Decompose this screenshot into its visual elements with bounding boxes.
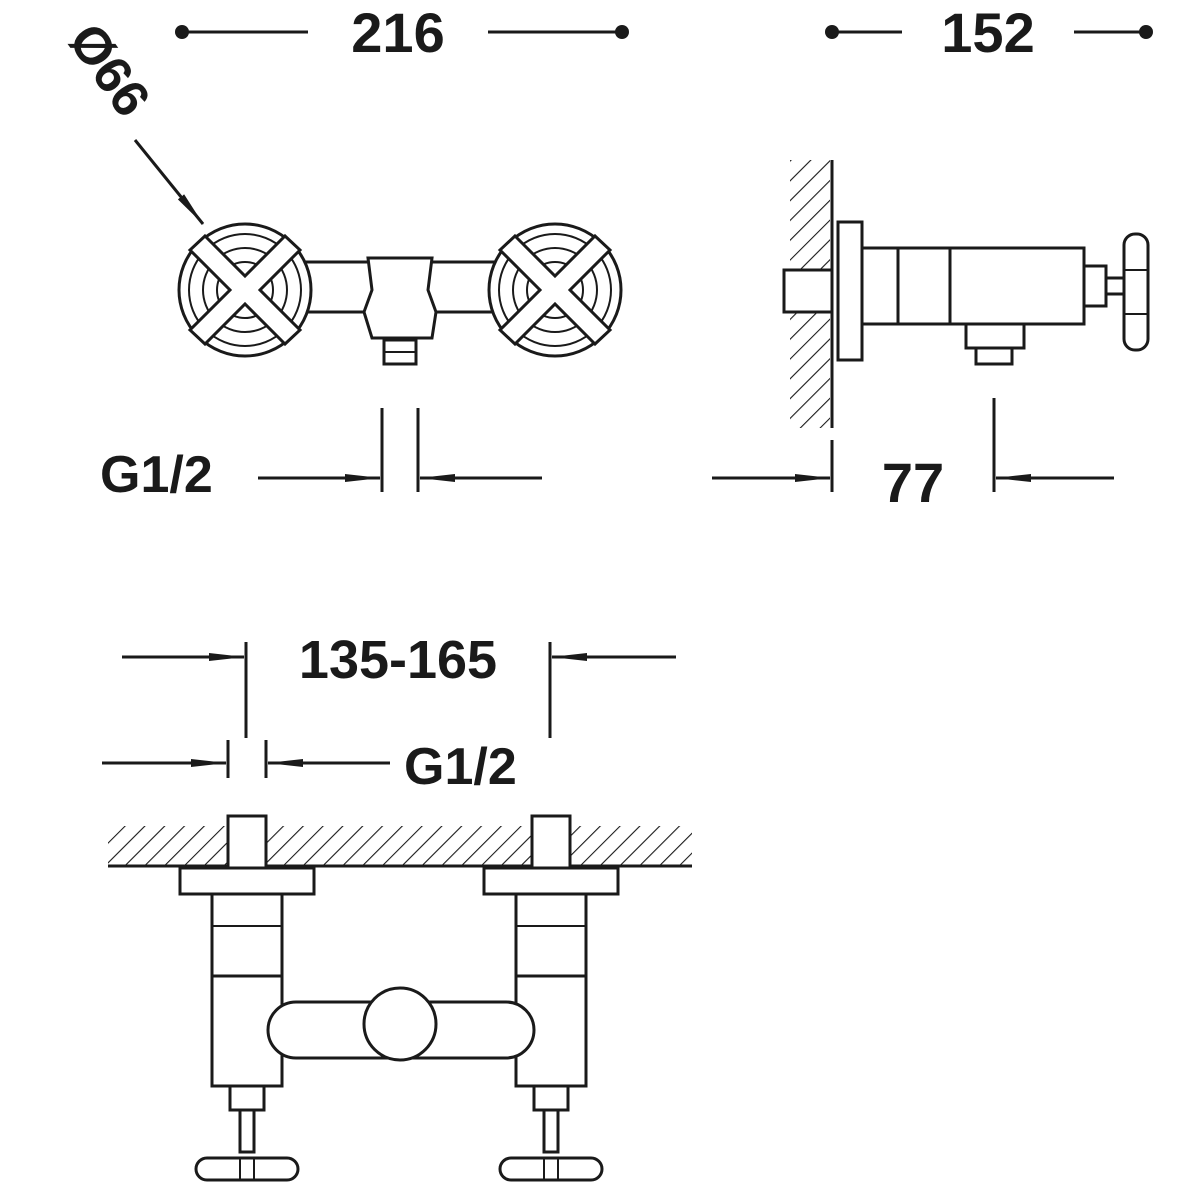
dimension-inlet-spacing xyxy=(122,642,676,738)
dimension-depth xyxy=(825,25,1153,39)
front-view: 216 Ø66 G1/2 xyxy=(57,1,629,504)
dimension-wall-projection xyxy=(712,398,1114,492)
total-width-label: 216 xyxy=(351,1,444,64)
inlet-spacing-label: 135-165 xyxy=(299,630,497,690)
front-right-handle xyxy=(487,222,623,358)
side-view: 152 77 xyxy=(712,1,1153,514)
dimension-inlet-thread xyxy=(102,740,390,778)
front-left-handle xyxy=(177,222,313,358)
dimension-total-width xyxy=(175,25,629,39)
diameter-leader xyxy=(133,139,205,225)
diameter-label: Ø66 xyxy=(57,13,161,127)
dimension-outlet-thread xyxy=(258,408,542,492)
wall-projection-label: 77 xyxy=(882,451,944,514)
top-view: 135-165 G1/2 xyxy=(102,630,692,1182)
inlet-thread-label: G1/2 xyxy=(404,738,517,796)
outlet-thread-label: G1/2 xyxy=(100,446,213,504)
depth-label: 152 xyxy=(941,1,1034,64)
